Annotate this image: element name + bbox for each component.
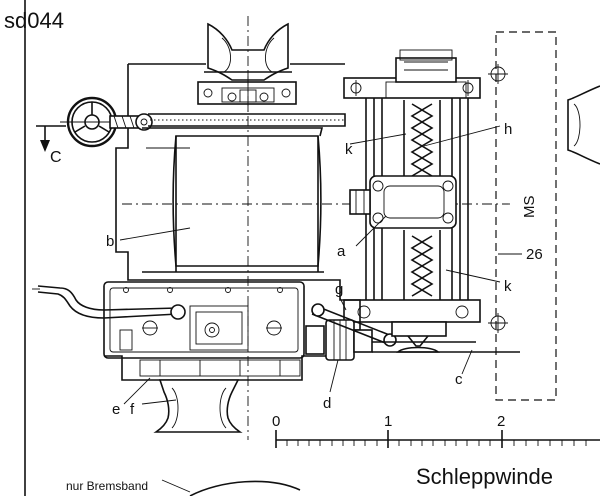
part-label-26: 26 [526, 246, 543, 263]
part-label-a: a [337, 243, 346, 260]
note-bremsband: nur Bremsband [66, 479, 148, 493]
frame-bolt-top [488, 64, 508, 84]
clutch-lever [32, 285, 186, 320]
scale-tick-1: 1 [384, 413, 392, 430]
bottom-capstan [153, 379, 243, 433]
part-label-b: b [106, 233, 114, 250]
drive-coupling [305, 319, 373, 361]
axis-label-ms: MS [521, 196, 538, 219]
right-fairlead-roller [567, 85, 600, 165]
part-label-d: d [323, 395, 331, 412]
scale-tick-0: 0 [272, 413, 280, 430]
part-label-k-lower: k [504, 278, 512, 295]
part-label-f: f [130, 401, 135, 418]
upper-worm-shaft [403, 100, 441, 177]
frame-bolt-bottom [488, 313, 508, 333]
leader-lines [119, 125, 522, 493]
section-label: C [50, 149, 62, 166]
drawing-id-code: sd044 [4, 8, 64, 33]
traverse-nut-block [349, 175, 457, 229]
scale-bar [275, 430, 600, 448]
part-label-g: g [335, 281, 343, 298]
gear-frame-top-housing [385, 49, 467, 99]
bottom-view-arc [189, 480, 301, 496]
section-arrow-c [36, 125, 66, 152]
spooler-base [372, 321, 520, 353]
part-label-e: e [112, 401, 120, 418]
part-label-h: h [504, 121, 512, 138]
gearbox-housing [103, 281, 305, 377]
lower-worm-shaft [403, 230, 441, 300]
part-label-k-upper: k [345, 141, 353, 158]
scale-tick-2: 2 [497, 413, 505, 430]
part-label-c: c [455, 371, 463, 388]
brake-band [148, 113, 346, 127]
drawing-title: Schleppwinde [416, 464, 553, 489]
rope-drum [142, 127, 324, 273]
cardan-shaft [311, 303, 397, 347]
right-dashed-frame [495, 31, 557, 401]
